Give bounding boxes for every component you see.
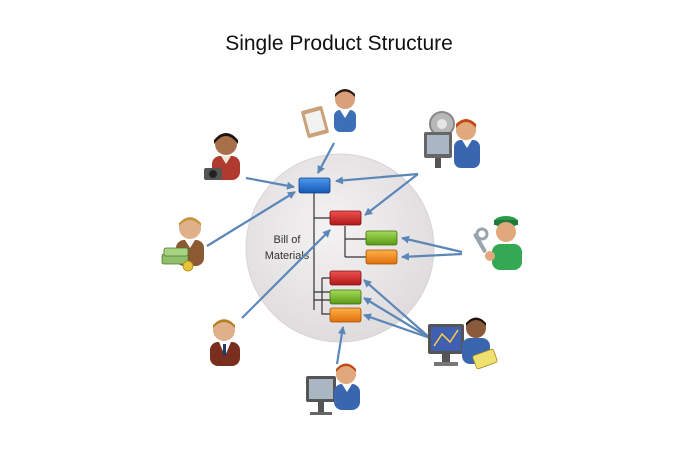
- person-with-clipboard-icon: [301, 89, 356, 138]
- bom-label-line2: Materials: [265, 250, 310, 262]
- person-with-computer-and-gear-icon: [424, 111, 480, 168]
- bom-tree-lines: [313, 192, 366, 315]
- connection-arrows: [206, 142, 463, 365]
- assembly-box: [298, 177, 331, 194]
- bom-label-line1: Bill of: [274, 234, 302, 246]
- person-with-wrench-icon: [473, 216, 522, 270]
- part-green-box-1: [365, 230, 398, 246]
- person-at-drawing-screen-icon: [428, 317, 498, 370]
- part-orange-box-2: [329, 307, 362, 323]
- person-at-computer-icon: [306, 363, 360, 415]
- subassembly-red-box-2: [329, 270, 362, 286]
- part-green-box-2: [329, 289, 362, 305]
- subassembly-red-box-1: [329, 210, 362, 226]
- part-orange-box-1: [365, 249, 398, 265]
- diagram-title: Single Product Structure: [225, 32, 453, 55]
- businessperson-icon: [210, 319, 240, 366]
- person-with-camera-icon: [204, 133, 240, 180]
- person-with-money-icon: [161, 217, 204, 272]
